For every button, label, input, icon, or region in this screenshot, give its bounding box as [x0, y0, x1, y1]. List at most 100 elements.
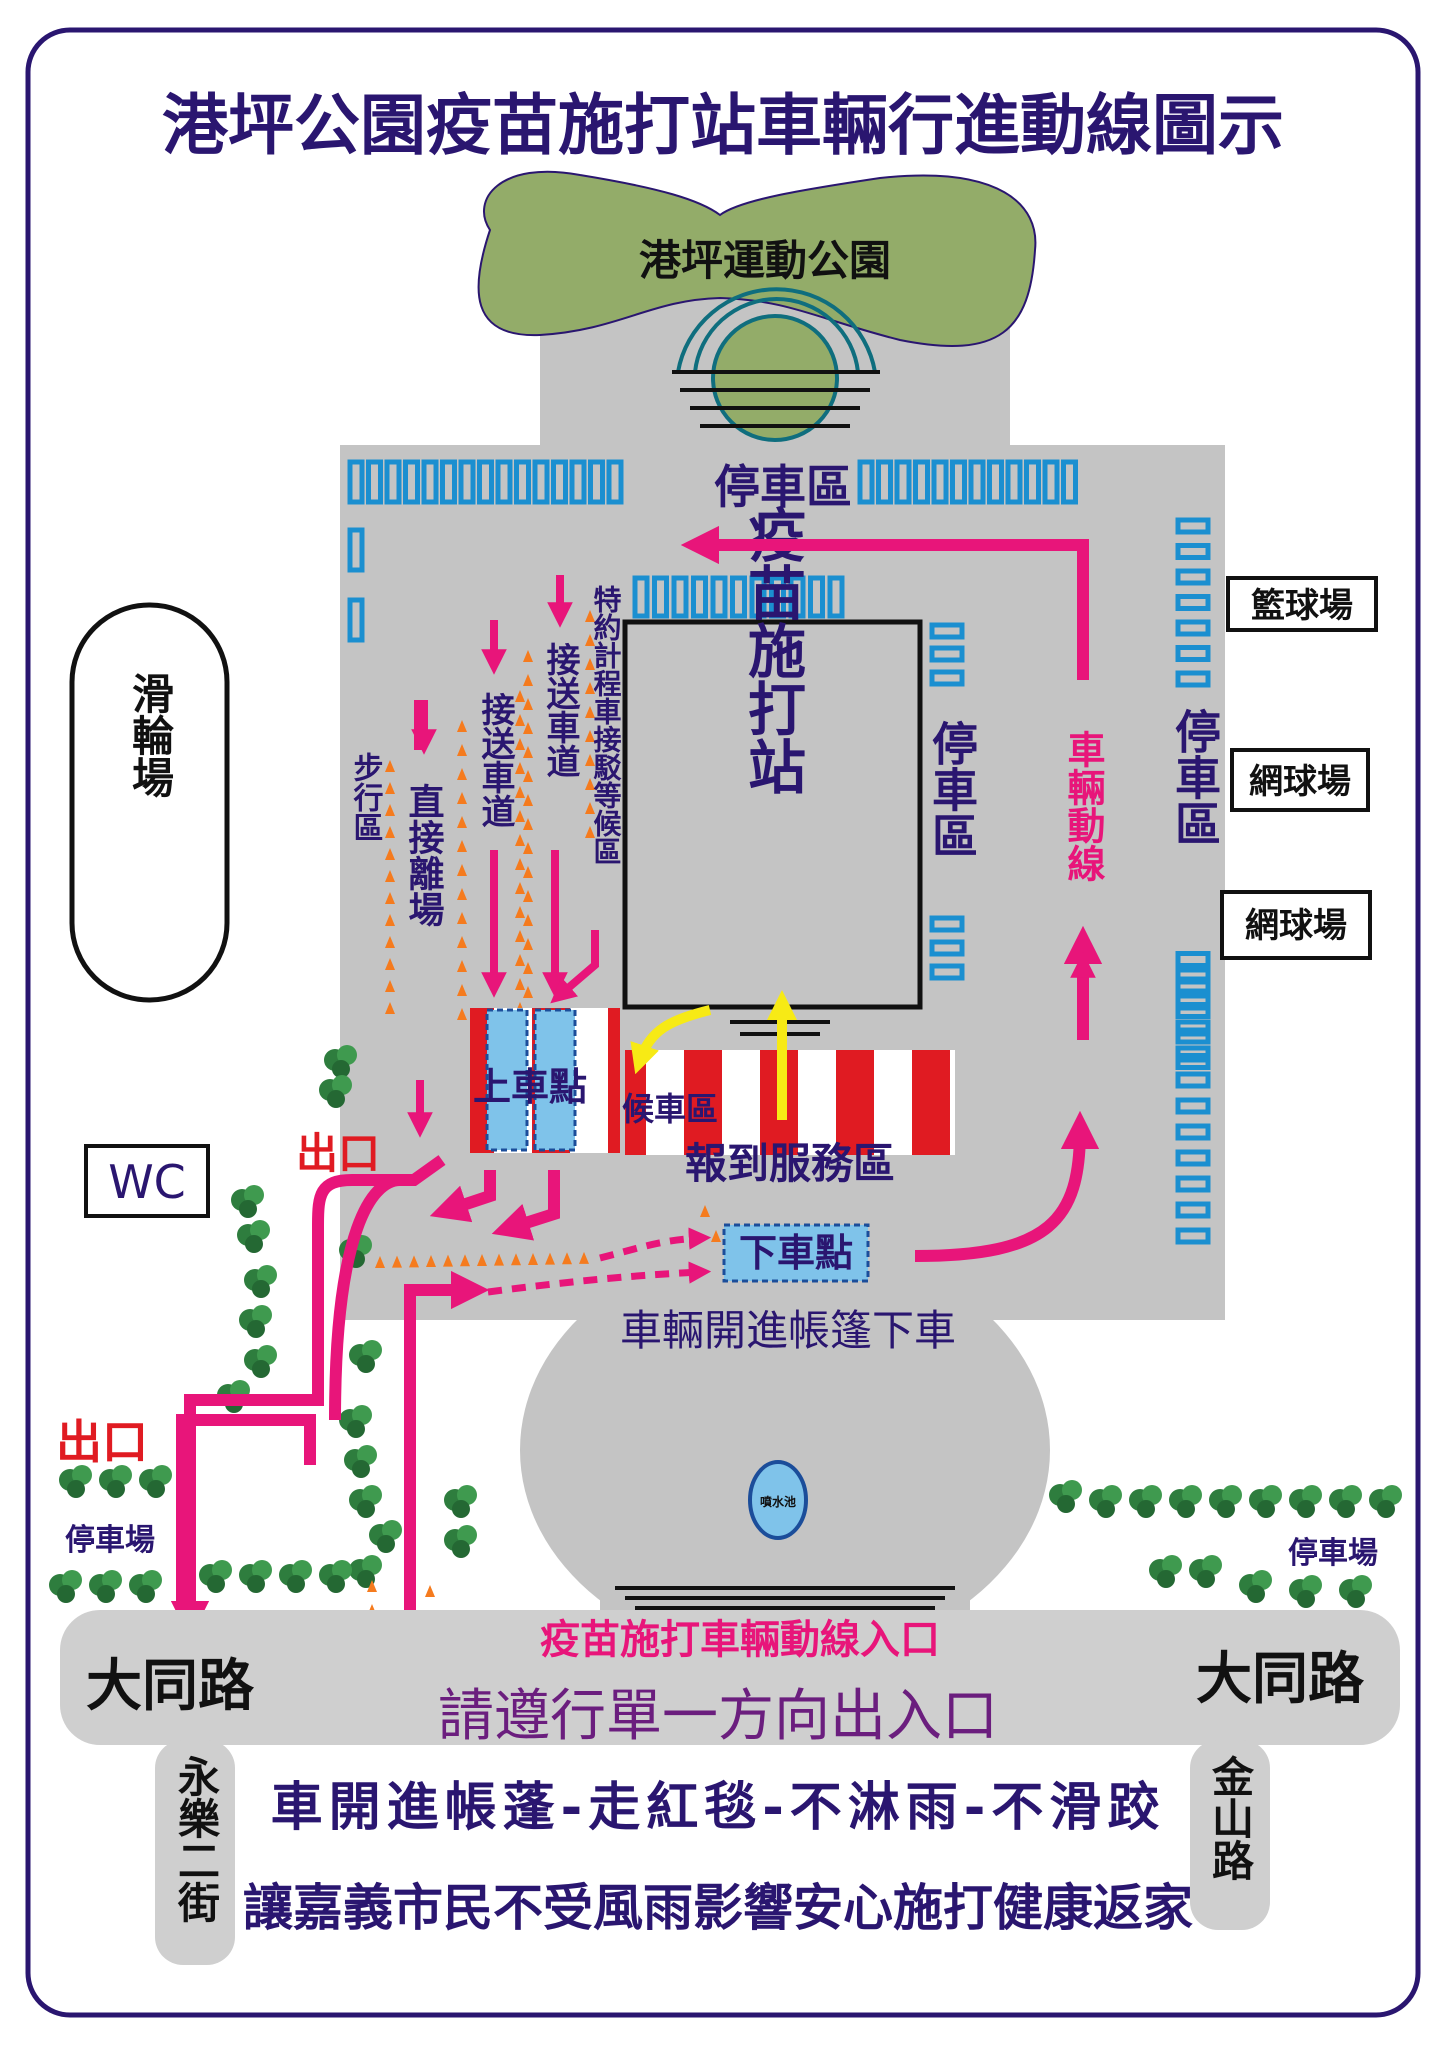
cone	[385, 958, 395, 970]
parking-slot	[532, 459, 550, 505]
parking-area-top-label: 停車區	[714, 460, 852, 514]
parking-slot	[347, 459, 365, 505]
parking-column-left	[347, 527, 365, 643]
parking-area-inner-label: 停車區	[925, 720, 979, 858]
cone	[385, 914, 395, 926]
parking-slot	[691, 575, 708, 619]
parking-slot	[788, 575, 806, 619]
parking-slot	[1042, 459, 1060, 505]
parking-slot	[876, 459, 893, 505]
fountain-label: 噴水池	[760, 1494, 796, 1509]
cone	[457, 816, 467, 828]
cone	[457, 960, 467, 972]
cone	[375, 1256, 385, 1268]
cone	[585, 730, 595, 742]
vaccine-station-building	[622, 619, 923, 1010]
parking-slot	[1175, 1149, 1211, 1167]
cone	[585, 754, 595, 766]
parking-slot	[929, 645, 965, 663]
parking-slot	[632, 575, 650, 619]
cone	[460, 1254, 470, 1267]
cone	[515, 762, 525, 774]
shuttle-lane-label-2: 接送車道	[540, 642, 580, 778]
cone	[515, 978, 525, 990]
tennis-court-2: 網球場	[1220, 890, 1372, 960]
tennis-court-1: 網球場	[1230, 748, 1370, 812]
cone	[409, 1255, 419, 1268]
parking-slot	[929, 915, 965, 933]
cone	[515, 714, 525, 726]
road-datong-right: 大同路	[1196, 1647, 1365, 1712]
cone	[523, 938, 533, 950]
cone	[385, 1002, 395, 1014]
parking-slot	[950, 459, 967, 505]
cone	[515, 786, 525, 798]
parking-slot	[1175, 1071, 1211, 1089]
checkin-canopy	[625, 1050, 955, 1155]
parking-slot	[929, 622, 965, 640]
cone	[425, 1585, 435, 1597]
cone	[585, 826, 595, 838]
parking-slot	[749, 575, 767, 619]
cone	[457, 912, 467, 924]
cone	[385, 892, 395, 904]
parking-slot	[458, 459, 476, 505]
cone	[523, 650, 533, 662]
fountain	[748, 1460, 808, 1540]
cone	[457, 768, 467, 780]
cone	[711, 1230, 721, 1242]
cone	[523, 698, 533, 710]
parking-slot	[1175, 993, 1211, 1011]
page-title: 港坪公園疫苗施打站車輛行進動線圖示	[162, 87, 1284, 164]
cone	[585, 802, 595, 814]
cone	[477, 1253, 487, 1266]
parking-slot	[929, 963, 965, 981]
fountain-plaza	[520, 1240, 1050, 1660]
cone	[457, 792, 467, 804]
pickup-point-label: 上車點	[473, 1065, 587, 1109]
parking-slot	[769, 575, 786, 619]
cone	[585, 682, 595, 694]
wc-label: WC	[108, 1155, 186, 1209]
cone	[523, 890, 533, 902]
walkway-label: 步行區	[348, 752, 385, 842]
parking-row-top-left	[347, 459, 624, 505]
parking-slot	[366, 459, 383, 505]
cone	[585, 634, 595, 646]
parking-slot	[1175, 967, 1211, 985]
cone	[523, 914, 533, 926]
waiting-area-label: 候車區	[622, 1090, 718, 1128]
svg-text:網球場: 網球場	[1245, 906, 1347, 946]
cone	[585, 706, 595, 718]
cone	[385, 980, 395, 992]
parking-slot	[569, 459, 587, 505]
cone	[385, 826, 395, 838]
parking-row-top-right	[857, 459, 1078, 505]
cone	[457, 1008, 467, 1020]
parking-slot	[987, 459, 1004, 505]
parking-slot	[606, 459, 624, 505]
cone	[457, 864, 467, 876]
parking-slot	[913, 459, 930, 505]
cone	[515, 954, 525, 966]
cone	[515, 738, 525, 750]
cone	[457, 720, 467, 732]
parking-slot	[808, 575, 825, 619]
cone	[385, 804, 395, 816]
parking-slot	[1175, 976, 1211, 994]
cone	[528, 1252, 538, 1265]
cone	[545, 1252, 555, 1265]
exit-label-lower: 出口	[56, 1415, 148, 1469]
cone	[523, 962, 533, 974]
basketball-court: 籃球場	[1226, 576, 1378, 632]
cone	[523, 866, 533, 878]
yellow-arrows	[630, 990, 797, 1120]
exit-label-upper: 出口	[296, 1129, 380, 1178]
cone	[523, 842, 533, 854]
parking-slot	[1175, 1123, 1211, 1141]
parking-slot	[384, 459, 402, 505]
cone	[515, 930, 525, 942]
parking-slot	[403, 459, 420, 505]
cone	[367, 1580, 377, 1592]
